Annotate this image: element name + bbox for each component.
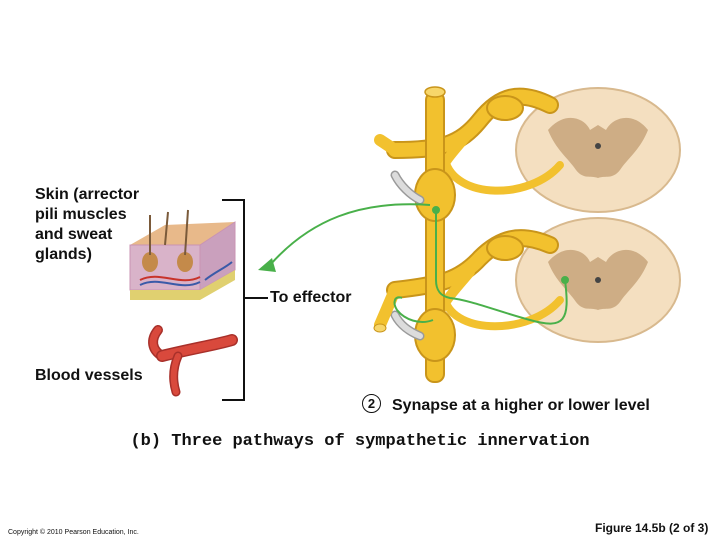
- skin-label: Skin (arrector pili muscles and sweat gl…: [35, 186, 140, 263]
- skin-illustration: [129, 209, 236, 300]
- ganglion-upper: [486, 95, 524, 121]
- effector-bracket: [222, 199, 268, 401]
- sympathetic-pathway: [258, 203, 569, 325]
- figure-number: Figure 14.5b (2 of 3): [595, 521, 709, 535]
- ganglion-lower: [486, 235, 524, 261]
- blood-vessel-illustration: [148, 325, 238, 397]
- spinal-cord-upper: [515, 87, 681, 213]
- to-effector-label: To effector: [270, 289, 352, 306]
- blood-vessels-label: Blood vessels: [35, 367, 143, 384]
- figure-caption: (b) Three pathways of sympathetic innerv…: [130, 432, 590, 451]
- rami-communicantes: [390, 170, 425, 341]
- synapse-label: Synapse at a higher or lower level: [392, 397, 650, 414]
- copyright-text: Copyright © 2010 Pearson Education, Inc.: [8, 529, 139, 536]
- step-number-badge: 2: [362, 394, 381, 413]
